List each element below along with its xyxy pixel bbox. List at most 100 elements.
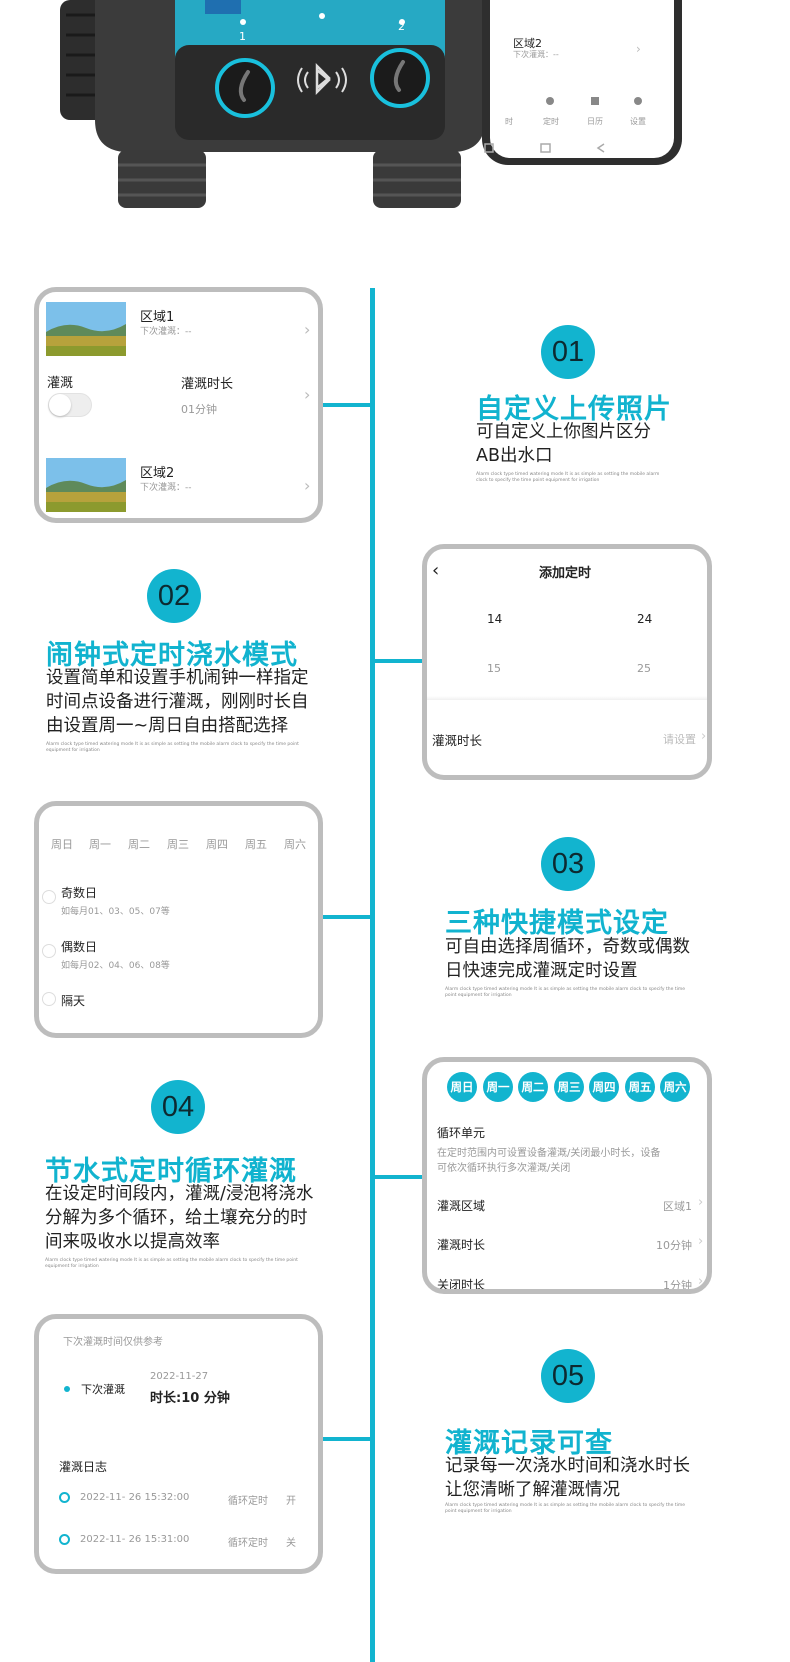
odd-label: 奇数日 [61, 886, 98, 900]
back-icon[interactable]: ‹ [432, 560, 440, 581]
cycle-duration-value[interactable]: 10分钟 [656, 1239, 692, 1252]
cycle-unit-label: 循环单元 [437, 1126, 486, 1140]
connector-2 [373, 659, 425, 663]
cycle-zone-label: 灌溉区域 [437, 1199, 486, 1213]
irrigate-toggle[interactable] [48, 393, 92, 417]
next-date: 2022-11-27 [150, 1371, 209, 1382]
feature-4-number: 04 [151, 1080, 205, 1134]
controller-device-illustration [60, 0, 682, 208]
cycle-zone-value[interactable]: 区域1 [663, 1200, 692, 1213]
next-dot [64, 1386, 70, 1392]
even-label: 偶数日 [61, 940, 98, 954]
timer-duration-label: 灌溉时长 [432, 733, 483, 748]
feature-4-desc-2: 分解为多个循环，给土壤充分的时 [45, 1208, 308, 1228]
day-mon[interactable]: 周一 [89, 838, 111, 851]
connector-3 [321, 915, 375, 919]
irrigate-label: 灌溉 [47, 376, 74, 391]
next-label: 下次灌溉 [81, 1383, 125, 1396]
picker-fade [427, 696, 707, 700]
timer-duration-chevron-icon[interactable]: › [701, 729, 707, 744]
add-timer-title: 添加定时 [539, 566, 592, 581]
log-0-ring [59, 1492, 70, 1503]
connector-5 [321, 1437, 375, 1441]
log-1-state: 关 [286, 1538, 296, 1549]
feature-3-number: 03 [541, 837, 595, 891]
zone2-chevron-icon[interactable]: › [304, 476, 311, 495]
duration-chevron-icon[interactable]: › [304, 385, 311, 404]
connector-4 [373, 1175, 425, 1179]
feature-4-small: Alarm clock type timed watering mode It … [45, 1258, 298, 1269]
even-radio[interactable] [42, 944, 56, 958]
phone-tab-1[interactable]: 定时 [543, 117, 559, 126]
zone-list-card: 区域1 下次灌溉：-- › 灌溉 灌溉时长 01分钟 › 区域2 下次灌溉：--… [34, 287, 323, 523]
feature-5-small: Alarm clock type timed watering mode It … [445, 1503, 685, 1514]
feature-2-small: Alarm clock type timed watering mode It … [46, 742, 299, 753]
cycle-day-wed[interactable]: 周三 [554, 1072, 584, 1102]
feature-2-desc-2: 时间点设备进行灌溉，刚刚时长自 [46, 692, 309, 712]
cycle-day-sat[interactable]: 周六 [660, 1072, 690, 1102]
day-wed[interactable]: 周三 [167, 838, 189, 851]
timer-duration-value[interactable]: 请设置 [663, 733, 696, 746]
duration-label: 灌溉时长 [181, 377, 234, 392]
cycle-day-mon[interactable]: 周一 [483, 1072, 513, 1102]
log-0-type: 循环定时 [228, 1496, 268, 1507]
timeline-line [370, 288, 375, 1662]
cycle-off-value[interactable]: 1分钟 [663, 1279, 692, 1292]
log-1-time: 2022-11- 26 15:31:00 [80, 1534, 190, 1545]
zone2-name: 区域2 [140, 466, 175, 481]
feature-5-title: 灌溉记录可查 [445, 1428, 613, 1459]
cycle-unit-card: 周日 周一 周二 周三 周四 周五 周六 循环单元 在定时范围内可设置设备灌溉/… [422, 1057, 712, 1294]
feature-2-title: 闹钟式定时浇水模式 [46, 640, 298, 671]
day-tue[interactable]: 周二 [128, 838, 150, 851]
feature-3-desc-2: 日快速完成灌溉定时设置 [445, 961, 638, 981]
zone2-photo[interactable] [46, 458, 126, 512]
connector-1 [321, 403, 375, 407]
zone2-next: 下次灌溉：-- [140, 483, 192, 493]
hero-device-image: 1 2 区域2 下次灌溉：-- › 时 定时 日历 设置 [0, 0, 790, 240]
log-1-ring [59, 1534, 70, 1545]
next-duration: 时长:10 分钟 [150, 1391, 230, 1406]
duration-value[interactable]: 01分钟 [181, 403, 217, 416]
odd-radio[interactable] [42, 890, 56, 904]
feature-2-number: 02 [147, 569, 201, 623]
cycle-day-fri[interactable]: 周五 [625, 1072, 655, 1102]
hour-14[interactable]: 14 [487, 612, 503, 626]
alt-radio[interactable] [42, 992, 56, 1006]
cycle-unit-desc-2: 可依次循环执行多次灌溉/关闭 [437, 1163, 571, 1174]
minute-25[interactable]: 25 [637, 662, 651, 675]
feature-5-desc-1: 记录每一次浇水时间和浇水时长 [445, 1456, 690, 1476]
cycle-day-sun[interactable]: 周日 [447, 1072, 477, 1102]
phone-tab-3[interactable]: 设置 [630, 117, 646, 126]
zone1-chevron-icon[interactable]: › [304, 320, 311, 339]
phone-tab-2[interactable]: 日历 [587, 117, 603, 126]
phone-chevron-icon: › [636, 42, 641, 56]
minute-24[interactable]: 24 [637, 612, 653, 626]
log-title: 灌溉日志 [59, 1460, 108, 1474]
cycle-day-thu[interactable]: 周四 [589, 1072, 619, 1102]
day-thu[interactable]: 周四 [206, 838, 228, 851]
alt-label: 隔天 [61, 994, 86, 1008]
feature-5-number: 05 [541, 1349, 595, 1403]
zone1-photo[interactable] [46, 302, 126, 356]
feature-3-small: Alarm clock type timed watering mode It … [445, 987, 685, 998]
cycle-duration-chevron-icon[interactable]: › [698, 1234, 704, 1249]
even-example: 如每月02、04、06、08等 [61, 961, 170, 971]
odd-example: 如每月01、03、05、07等 [61, 907, 170, 917]
cycle-off-chevron-icon[interactable]: › [698, 1274, 704, 1289]
feature-1-number: 01 [541, 325, 595, 379]
phone-tab-0[interactable]: 时 [505, 117, 513, 126]
day-sun[interactable]: 周日 [51, 838, 73, 851]
feature-3-title: 三种快捷模式设定 [445, 908, 669, 939]
cycle-off-label: 关闭时长 [437, 1278, 486, 1292]
irrigation-log-card: 下次灌溉时间仅供参考 下次灌溉 2022-11-27 时长:10 分钟 灌溉日志… [34, 1314, 323, 1574]
log-note: 下次灌溉时间仅供参考 [63, 1337, 163, 1348]
phone-zone-next: 下次灌溉：-- [513, 50, 559, 59]
phone-zone-label: 区域2 [513, 37, 542, 50]
day-sat[interactable]: 周六 [284, 838, 306, 851]
day-fri[interactable]: 周五 [245, 838, 267, 851]
feature-4-desc-1: 在设定时间段内，灌溉/浸泡将浇水 [45, 1184, 314, 1204]
cycle-zone-chevron-icon[interactable]: › [698, 1195, 704, 1210]
button-2-label: 2 [398, 20, 405, 33]
cycle-day-tue[interactable]: 周二 [518, 1072, 548, 1102]
hour-15[interactable]: 15 [487, 662, 501, 675]
